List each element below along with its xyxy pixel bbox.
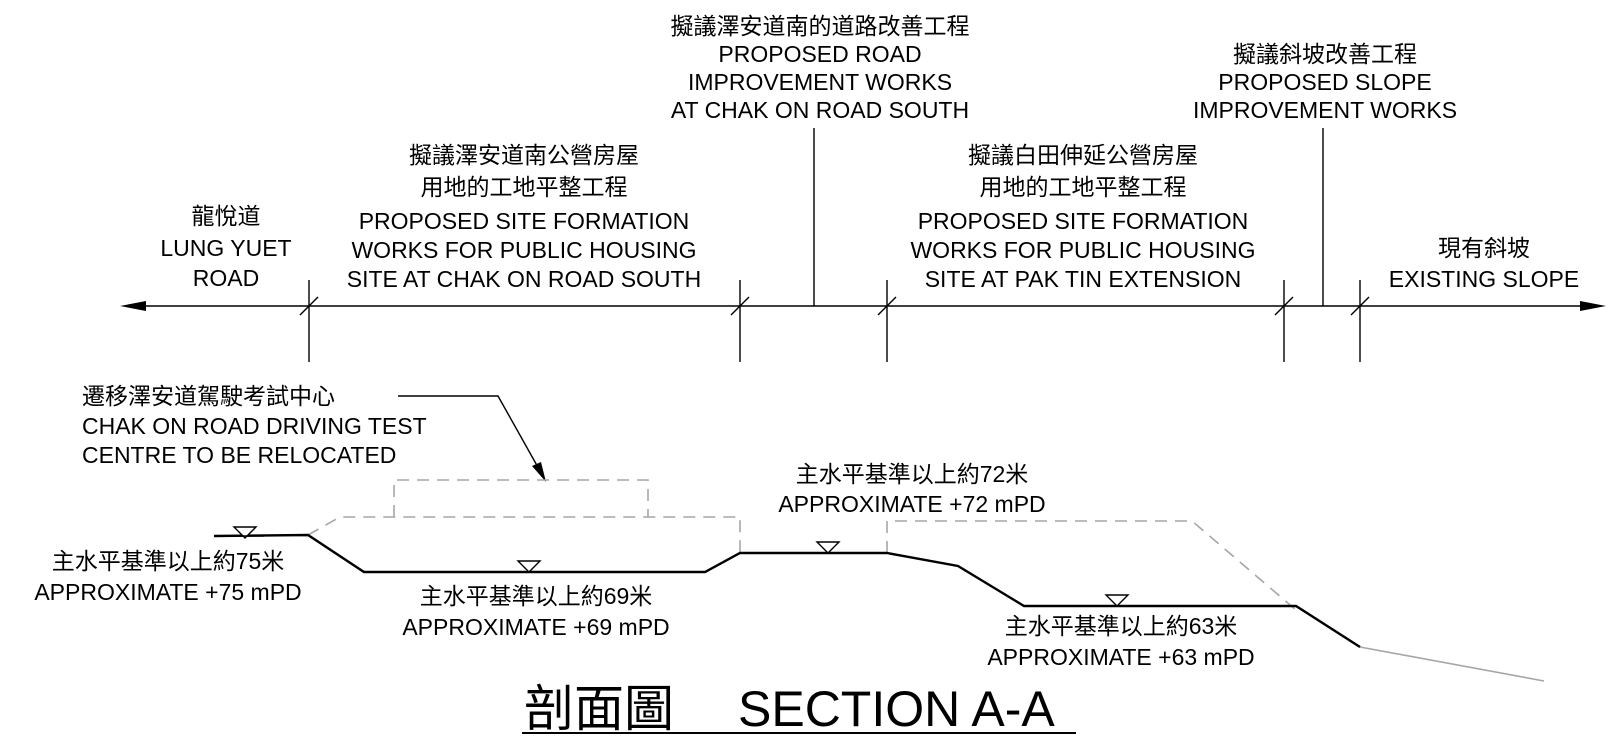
leader-line (398, 395, 545, 479)
level-label-72: 主水平基準以上約72米 APPROXIMATE +72 mPD (778, 461, 1045, 517)
section-title-en: SECTION A-A (738, 681, 1055, 737)
zone-en-2: IMPROVEMENT WORKS (688, 69, 952, 95)
level-en: APPROXIMATE +72 mPD (778, 491, 1045, 517)
level-marker-icon (516, 560, 542, 573)
level-zh: 主水平基準以上約63米 (1005, 613, 1238, 639)
zone-en: EXISTING SLOPE (1389, 266, 1579, 292)
level-label-75: 主水平基準以上約75米 APPROXIMATE +75 mPD (34, 548, 301, 605)
zone-zh: 現有斜坡 (1438, 235, 1530, 261)
existing-ground-profile (307, 479, 1297, 611)
level-label-63: 主水平基準以上約63米 APPROXIMATE +63 mPD (987, 613, 1254, 670)
zone-label-site-chak-on: 擬議澤安道南公營房屋 用地的工地平整工程 PROPOSED SITE FORMA… (347, 142, 701, 292)
section-title-zh: 剖面圖 (524, 681, 674, 737)
right-arrow-icon (1580, 301, 1606, 311)
zone-en-1: PROPOSED SITE FORMATION (918, 208, 1249, 234)
zone-zh-2: 用地的工地平整工程 (980, 174, 1187, 200)
zone-zh: 擬議斜坡改善工程 (1233, 41, 1417, 67)
level-zh: 主水平基準以上約72米 (796, 461, 1029, 487)
zone-label-existing-slope: 現有斜坡 EXISTING SLOPE (1389, 235, 1579, 292)
zone-en-2: WORKS FOR PUBLIC HOUSING (910, 237, 1255, 263)
driving-test-zh: 遷移澤安道駕駛考試中心 (82, 383, 335, 409)
level-zh: 主水平基準以上約69米 (420, 583, 653, 609)
zone-zh: 擬議澤安道南的道路改善工程 (671, 13, 970, 39)
zone-en-1: PROPOSED ROAD (718, 41, 921, 67)
zone-en-3: SITE AT PAK TIN EXTENSION (925, 266, 1242, 292)
zone-en-2: IMPROVEMENT WORKS (1193, 97, 1457, 123)
zone-zh-2: 用地的工地平整工程 (421, 174, 628, 200)
level-en: APPROXIMATE +63 mPD (987, 644, 1254, 670)
zone-en-3: SITE AT CHAK ON ROAD SOUTH (347, 266, 701, 292)
zone-en-1: PROPOSED SLOPE (1218, 69, 1431, 95)
zone-en-3: AT CHAK ON ROAD SOUTH (671, 97, 969, 123)
proposed-formation-profile (213, 533, 1361, 649)
driving-test-en-2: CENTRE TO BE RELOCATED (82, 442, 396, 468)
zone-label-slope-improvement: 擬議斜坡改善工程 PROPOSED SLOPE IMPROVEMENT WORK… (1193, 41, 1457, 123)
zone-en-2: WORKS FOR PUBLIC HOUSING (351, 237, 696, 263)
zone-zh-1: 擬議澤安道南公營房屋 (409, 142, 639, 168)
zone-label-site-pak-tin: 擬議白田伸延公營房屋 用地的工地平整工程 PROPOSED SITE FORMA… (910, 142, 1255, 292)
level-marker-icon (1104, 594, 1130, 607)
level-marker-icon (226, 526, 264, 539)
zone-zh: 龍悅道 (192, 203, 261, 229)
level-label-69: 主水平基準以上約69米 APPROXIMATE +69 mPD (402, 583, 669, 640)
driving-test-en-1: CHAK ON ROAD DRIVING TEST (82, 413, 427, 439)
zone-label-lung-yuet-road: 龍悅道 LUNG YUET ROAD (160, 203, 291, 291)
level-marker-icon (815, 541, 841, 554)
zone-en-2: ROAD (193, 265, 259, 291)
existing-slope-line (1359, 646, 1545, 682)
zone-boundary-ticks (299, 128, 1370, 362)
level-zh: 主水平基準以上約75米 (52, 548, 285, 574)
leader-arrow-icon (532, 462, 546, 482)
zone-en-1: LUNG YUET (160, 235, 291, 261)
level-en: APPROXIMATE +69 mPD (402, 614, 669, 640)
driving-test-callout: 遷移澤安道駕駛考試中心 CHAK ON ROAD DRIVING TEST CE… (82, 383, 546, 482)
zone-label-road-improvement: 擬議澤安道南的道路改善工程 PROPOSED ROAD IMPROVEMENT … (671, 13, 970, 123)
zone-en-1: PROPOSED SITE FORMATION (359, 208, 690, 234)
level-en: APPROXIMATE +75 mPD (34, 579, 301, 605)
left-arrow-icon (120, 301, 146, 311)
zone-zh-1: 擬議白田伸延公營房屋 (968, 142, 1198, 168)
section-title: 剖面圖 SECTION A-A (522, 681, 1076, 737)
